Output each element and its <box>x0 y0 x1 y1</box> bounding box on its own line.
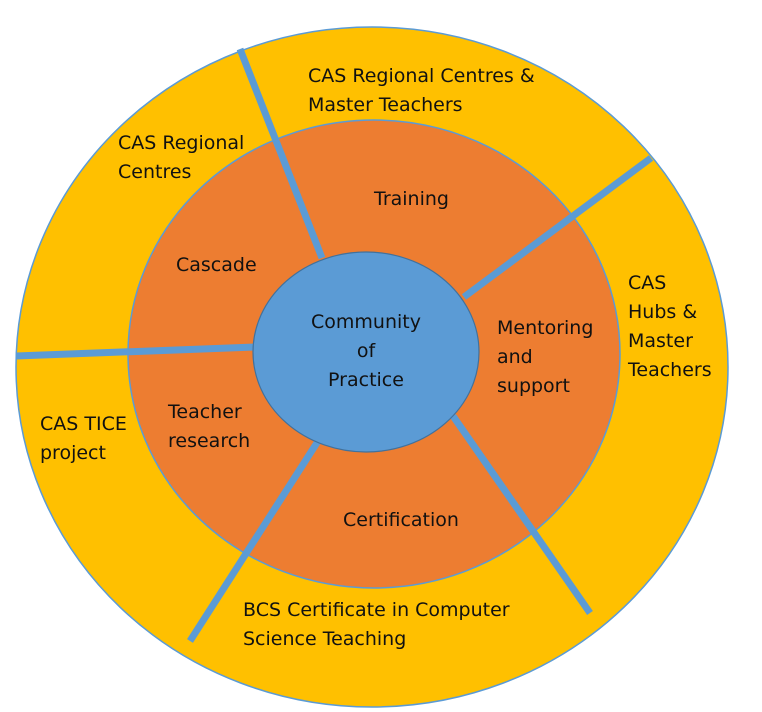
tice-line: CAS TICE <box>40 413 127 435</box>
regional-line: CAS Regional <box>118 132 245 154</box>
center-label: Community of Practice <box>296 308 436 395</box>
center-line: Community <box>311 311 421 333</box>
hubs-line: Master <box>628 330 693 352</box>
teacher-research-label: Teacher research <box>168 398 250 456</box>
mentoring-line: Mentoring <box>497 317 594 339</box>
regional-line: Centres <box>118 161 192 183</box>
certification-label: Certification <box>343 509 459 531</box>
hubs-line: Teachers <box>628 359 712 381</box>
research-line: Teacher <box>168 401 242 423</box>
bcs-line: Science Teaching <box>243 628 407 650</box>
hubs-line: Hubs & <box>628 301 698 323</box>
regional-master-line: Master Teachers <box>308 94 463 116</box>
regional-master-label: CAS Regional Centres & Master Teachers <box>308 62 535 120</box>
hubs-label: CAS Hubs & Master Teachers <box>628 269 712 385</box>
divider-line <box>187 436 323 643</box>
regional-master-line: CAS Regional Centres & <box>308 65 535 87</box>
tice-line: project <box>40 442 106 464</box>
mentoring-line: support <box>497 375 570 397</box>
center-line: Practice <box>328 369 404 391</box>
center-line: of <box>356 340 376 362</box>
divider-line <box>461 155 654 300</box>
cascade-label: Cascade <box>176 254 257 276</box>
divider-line <box>450 414 593 615</box>
mentoring-label: Mentoring and support <box>497 314 593 401</box>
training-label: Training <box>374 188 449 210</box>
center-ellipse <box>252 251 480 453</box>
bcs-line: BCS Certificate in Computer <box>243 599 510 621</box>
hubs-line: CAS <box>628 272 667 294</box>
tice-label: CAS TICE project <box>40 410 127 468</box>
research-line: research <box>168 430 251 452</box>
divider-line <box>236 47 326 260</box>
divider-line <box>15 343 257 360</box>
mentoring-line: and <box>497 346 533 368</box>
bcs-label: BCS Certificate in Computer Science Teac… <box>243 596 510 654</box>
regional-label: CAS Regional Centres <box>118 129 244 187</box>
